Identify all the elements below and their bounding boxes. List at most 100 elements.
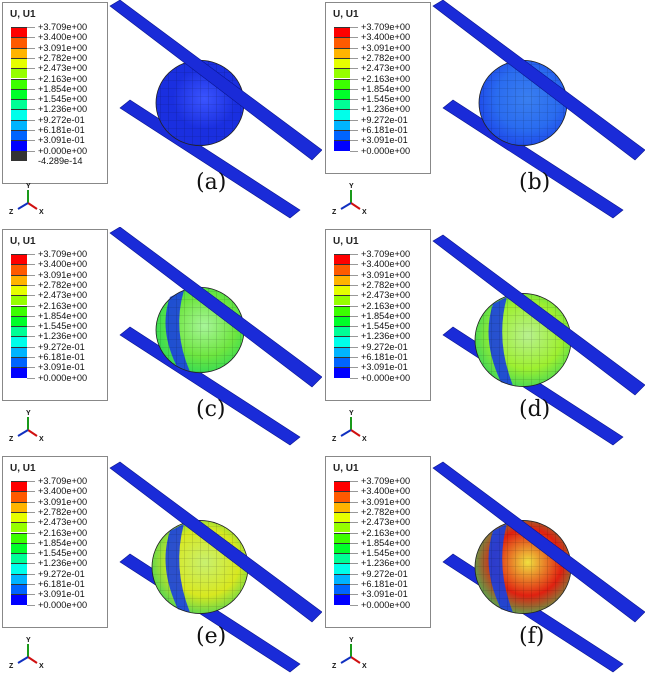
panel-f: U, U1+3.709e+00+3.400e+00+3.091e+00+2.78… (323, 454, 645, 681)
legend-value-extra: -4.289e-14 (38, 155, 83, 166)
panel-c: U, U1+3.709e+00+3.400e+00+3.091e+00+2.78… (0, 227, 322, 454)
legend-band (11, 481, 27, 492)
legend-band (334, 553, 350, 564)
axis-z-label: Z (9, 209, 14, 216)
axis-triad: YXZ (332, 637, 367, 670)
panel-label: (b) (519, 170, 551, 195)
legend-band (11, 37, 27, 48)
legend-value: +2.473e+00 (361, 63, 411, 74)
legend-band (11, 47, 27, 58)
axis-x-label: X (362, 209, 367, 216)
axis-z-label: Z (332, 436, 337, 443)
legend-tick (27, 27, 35, 28)
legend-value: +2.473e+00 (38, 517, 88, 528)
legend-tick (350, 47, 358, 49)
panel-e: U, U1+3.709e+00+3.400e+00+3.091e+00+2.78… (0, 454, 322, 681)
legend-band (11, 68, 27, 79)
legend-value: +1.545e+00 (361, 94, 411, 105)
legend-value: +1.236e+00 (38, 558, 88, 569)
legend-band (334, 501, 350, 512)
legend-tick (27, 594, 35, 596)
legend-band (11, 553, 27, 564)
legend-band (11, 326, 27, 337)
legend-title: U, U1 (10, 9, 36, 20)
legend-band (11, 336, 27, 347)
legend-band (11, 542, 27, 554)
legend-band (334, 542, 350, 554)
legend-tick (27, 150, 35, 152)
legend-title: U, U1 (10, 236, 36, 247)
legend-value: +1.854e+00 (361, 310, 411, 321)
legend-value: +2.163e+00 (361, 300, 411, 311)
legend-tick (350, 563, 358, 565)
legend-tick (27, 357, 35, 358)
legend-tick (350, 522, 358, 524)
legend-value: +1.545e+00 (38, 94, 88, 105)
legend-tick (350, 130, 358, 131)
legend-value: +2.473e+00 (38, 63, 88, 74)
legend-value: +6.181e-01 (38, 125, 85, 135)
legend-band (334, 522, 350, 533)
legend-value: +2.473e+00 (38, 290, 88, 301)
legend-tick (350, 594, 358, 596)
legend-tick (350, 491, 358, 493)
axis-y-label: Y (349, 410, 354, 417)
legend-value: +3.709e+00 (38, 22, 88, 32)
legend-tick (350, 532, 358, 534)
legend-value: +3.400e+00 (361, 486, 411, 497)
legend-tick (27, 584, 35, 585)
legend-band (334, 491, 350, 502)
legend-tick (350, 109, 358, 111)
legend-value: +3.091e-01 (38, 589, 85, 600)
legend-band (334, 47, 350, 58)
legend-tick (27, 377, 35, 379)
legend-band (334, 481, 350, 492)
color-legend: U, U1+3.709e+00+3.400e+00+3.091e+00+2.78… (325, 456, 431, 628)
legend-value: +9.272e-01 (38, 114, 85, 125)
legend-tick (350, 542, 358, 544)
legend-band (11, 584, 27, 595)
legend-value: +1.236e+00 (361, 104, 411, 115)
legend-tick (350, 57, 358, 59)
legend-tick (27, 501, 35, 503)
legend-tick (27, 336, 35, 338)
legend-band (11, 501, 27, 512)
legend-tick (27, 99, 35, 101)
legend-band (334, 78, 350, 89)
legend-band (334, 130, 350, 141)
legend-value: +1.854e+00 (361, 83, 411, 94)
legend-value: +2.163e+00 (38, 300, 88, 311)
legend-tick (350, 119, 358, 121)
legend-band-extra (11, 150, 27, 161)
upper-plate (109, 227, 322, 388)
legend-tick (27, 264, 35, 266)
legend-value: +6.181e-01 (38, 579, 85, 589)
legend-band (334, 336, 350, 347)
legend-value: +3.400e+00 (361, 259, 411, 270)
legend-band (334, 346, 350, 357)
legend-tick (27, 604, 35, 606)
color-legend: U, U1+3.709e+00+3.400e+00+3.091e+00+2.78… (325, 229, 431, 401)
legend-band (11, 27, 27, 38)
axis-z-label: Z (332, 209, 337, 216)
legend-tick (350, 573, 358, 575)
legend-tick (27, 274, 35, 276)
legend-tick (27, 284, 35, 286)
legend-tick (27, 326, 35, 328)
legend-value: +2.163e+00 (38, 527, 88, 538)
legend-band (11, 532, 27, 543)
legend-band (334, 68, 350, 79)
legend-tick (350, 88, 358, 90)
legend-band (334, 367, 350, 378)
legend-value: +1.236e+00 (38, 331, 88, 342)
axis-y-label: Y (26, 183, 31, 190)
legend-band (334, 57, 350, 69)
axis-z-label: Z (332, 663, 337, 670)
legend-tick (350, 481, 358, 482)
legend-value: +3.091e-01 (361, 135, 408, 146)
legend-value: +1.545e+00 (38, 321, 88, 332)
axis-x-label: X (39, 663, 44, 670)
legend-tick (350, 274, 358, 276)
legend-tick (350, 295, 358, 297)
legend-band (334, 109, 350, 120)
